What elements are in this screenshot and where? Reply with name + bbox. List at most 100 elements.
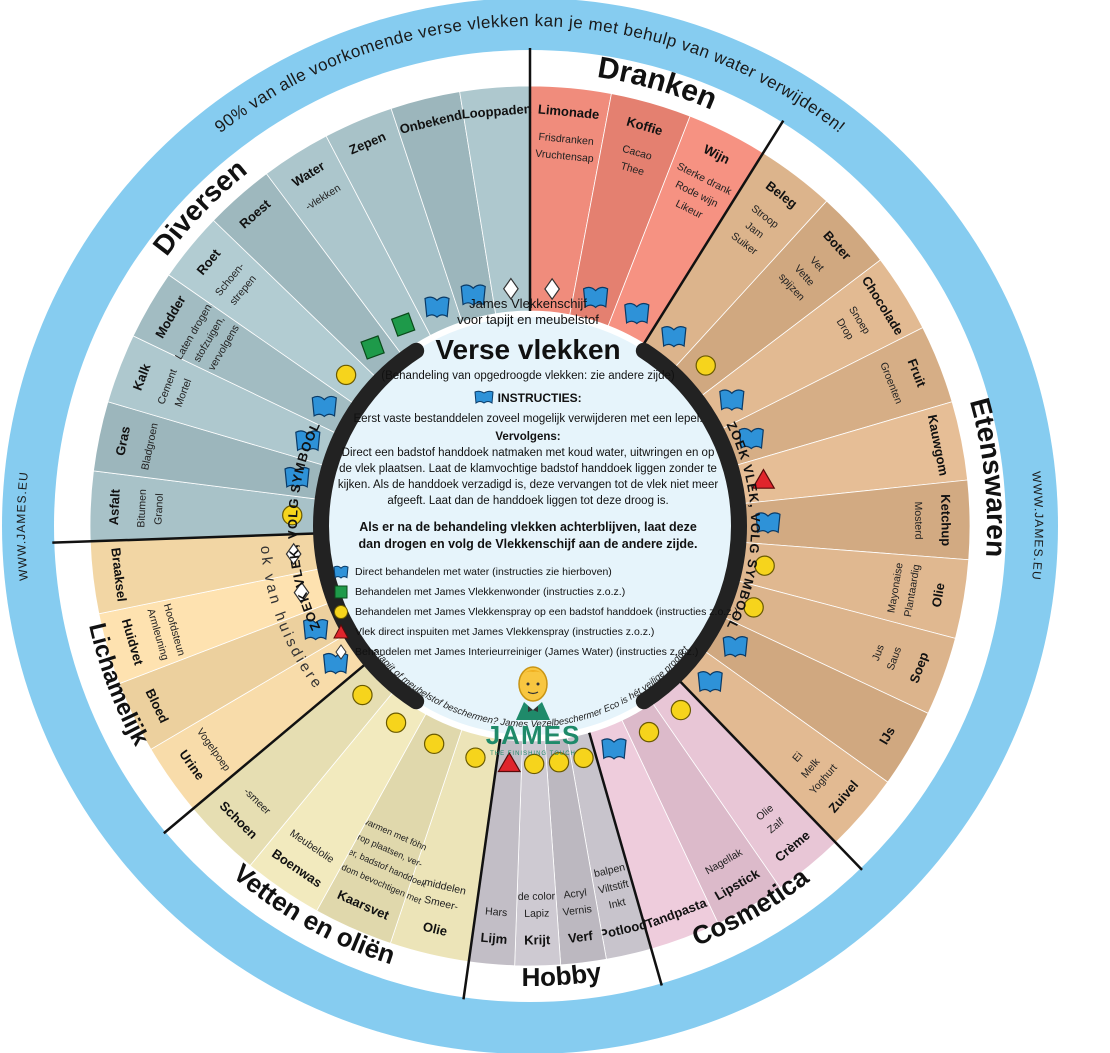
- segment-subtitle: Vernis: [562, 903, 592, 918]
- right-band: [635, 342, 747, 710]
- segment-title: Asfalt: [106, 488, 123, 525]
- water-symbol: [624, 302, 650, 325]
- water-symbol: [311, 395, 337, 418]
- subtitle-line-2: voor tapijt en meubelstof: [457, 312, 599, 327]
- water-symbol: [601, 738, 627, 760]
- segment-title: Braaksel: [108, 547, 129, 603]
- circle-symbol: [548, 752, 570, 773]
- legend-row-water: Direct behandelen met water (instructies…: [333, 562, 738, 582]
- segment-title: Gras: [112, 425, 133, 457]
- logo-tagline: THE FINISHING TOUCH: [490, 751, 576, 757]
- water-symbol: [460, 284, 486, 306]
- center-final-note: Als er na de behandeling vlekken achterb…: [358, 520, 698, 551]
- circle-symbol: [282, 505, 303, 526]
- segment-title: Krijt: [524, 932, 551, 947]
- segment-subtitle: Acryl: [563, 887, 588, 902]
- category-divider: [642, 119, 785, 345]
- center-note: (Behandeling van opgedroogde vlekken: zi…: [381, 370, 675, 382]
- water-symbol: [661, 325, 687, 348]
- water-symbol: [582, 286, 609, 309]
- diamond-symbol: [502, 277, 519, 301]
- segment-water[interactable]: Water-vlekken: [265, 135, 431, 355]
- water-symbol: [302, 618, 329, 641]
- circle-symbol: [695, 355, 716, 376]
- circle-symbol: [638, 721, 660, 743]
- circle-symbol: [670, 699, 692, 721]
- category-divider: [462, 738, 502, 1000]
- square-symbol: [390, 312, 416, 337]
- symbol-legend: Direct behandelen met water (instructies…: [333, 562, 738, 662]
- segment-schoen[interactable]: Schoen-smeer: [192, 663, 394, 867]
- circle-icon: [334, 605, 348, 619]
- segment-roest[interactable]: Roest: [212, 173, 402, 378]
- instructions-label: INSTRUCTIES:: [497, 391, 582, 405]
- circle-symbol: [743, 597, 764, 618]
- segment-title: Verf: [567, 928, 594, 946]
- triangle-icon: [333, 624, 349, 639]
- segment-onbekend[interactable]: Onbekend: [390, 91, 497, 323]
- legend-text: Behandelen met James Vlekkenspray op een…: [355, 606, 738, 618]
- legend-text: Behandelen met James Vlekkenwonder (inst…: [355, 586, 626, 598]
- subtitle-line-1: James Vlekkenschijf: [469, 296, 587, 311]
- diamond-icon: [335, 644, 347, 660]
- instructions-heading: INSTRUCTIES:: [318, 390, 738, 405]
- segment-subtitle: Hars: [485, 905, 508, 919]
- circle-symbol: [423, 733, 445, 755]
- segment-title: Olie: [929, 582, 948, 609]
- circle-symbol: [573, 747, 594, 769]
- diamond-symbol: [544, 277, 561, 301]
- segment-title: Olie: [421, 919, 448, 939]
- water-symbol: [719, 389, 745, 411]
- segment-title: Lijm: [480, 930, 508, 947]
- water-icon: [474, 390, 494, 404]
- water-symbol: [284, 466, 310, 489]
- circle-symbol: [385, 712, 407, 733]
- circle-symbol: [352, 684, 373, 706]
- category-divider: [163, 663, 367, 835]
- segment-title: Ketchup: [938, 494, 954, 546]
- segment-subtitle: Inkt: [608, 896, 627, 912]
- water-symbol: [424, 296, 450, 318]
- logo-brand: JAMES: [485, 720, 581, 750]
- category-divider: [52, 532, 316, 544]
- then-label: Vervolgens:: [495, 431, 561, 443]
- instruction-step-1: Eerst vaste bestanddelen zoveel mogelijk…: [353, 413, 703, 425]
- segment-looppaden[interactable]: Looppaden: [459, 85, 533, 315]
- category-divider: [588, 732, 663, 986]
- circle-symbol: [523, 753, 545, 775]
- instruction-step-2: Direct een badstof handdoek natmaken met…: [337, 447, 719, 507]
- diamond-symbol: [285, 542, 302, 566]
- circle-symbol: [465, 747, 486, 768]
- legend-row-triangle: Vlek direct inspuiten met James Vlekkens…: [333, 622, 738, 642]
- segment-title: Limonade: [537, 101, 600, 122]
- circle-symbol: [754, 555, 775, 576]
- legend-text: Direct behandelen met water (instructies…: [355, 566, 612, 578]
- segment-subtitle: Granol: [152, 493, 165, 525]
- segment-subtitle: Mosterd: [912, 502, 925, 540]
- diamond-symbol: [293, 581, 310, 604]
- james-logo: JAMES THE FINISHING TOUCH: [478, 662, 588, 772]
- center-title: Verse vlekken: [435, 334, 621, 365]
- water-symbol: [738, 427, 764, 450]
- legend-row-diamond: Behandelen met James Interieurreiniger (…: [333, 642, 738, 662]
- triangle-symbol: [497, 751, 522, 773]
- butler-logo-icon: [516, 666, 550, 720]
